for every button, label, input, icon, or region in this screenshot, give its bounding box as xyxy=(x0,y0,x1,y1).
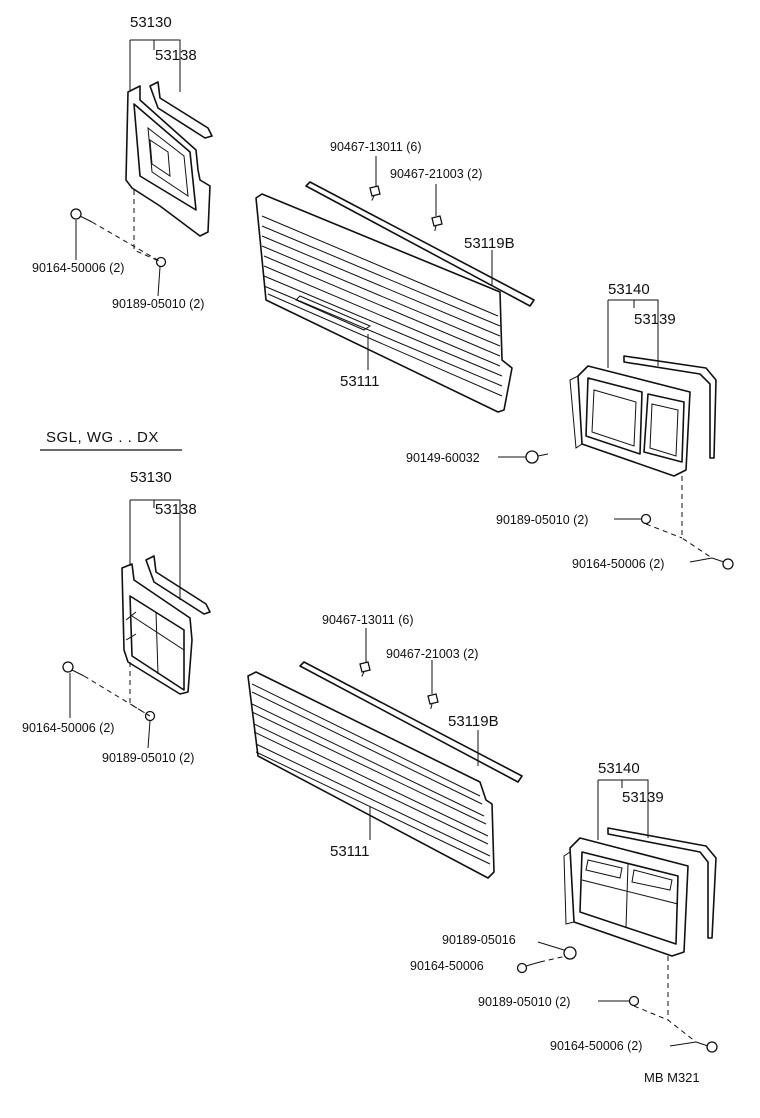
label-53139: 53139 xyxy=(622,789,664,806)
lower-extra-bolt xyxy=(516,961,541,974)
lower-right-nut xyxy=(628,995,640,1007)
upper-left-bolt xyxy=(70,208,93,223)
lower-extra-nut xyxy=(563,946,577,960)
upper-clip-b xyxy=(431,215,443,227)
label-53130: 53130 xyxy=(130,14,172,31)
label-bolt-left: 90164-50006 (2) xyxy=(22,721,114,735)
label-bolt-left: 90164-50006 (2) xyxy=(32,261,124,275)
lower-assembly: 53130 53138 90164-50006 (2) 90189-05010 … xyxy=(22,469,718,1053)
lower-molding xyxy=(299,661,523,783)
label-grille: 53111 xyxy=(330,843,370,860)
upper-right-bolt xyxy=(711,557,734,570)
upper-clip-a xyxy=(369,185,381,197)
label-clip-a: 90467-13011 (6) xyxy=(322,613,414,627)
label-53138: 53138 xyxy=(155,47,197,64)
diagram-code: MB M321 xyxy=(644,1070,700,1085)
label-grille: 53111 xyxy=(340,373,380,390)
upper-right-headlamp-door xyxy=(569,355,717,477)
upper-right-screw xyxy=(525,450,549,464)
lower-grille xyxy=(247,671,495,879)
upper-right-nut xyxy=(640,513,652,525)
lower-left-headlamp-door xyxy=(121,555,211,695)
label-53138: 53138 xyxy=(155,501,197,518)
upper-left-headlamp-door xyxy=(125,81,213,237)
label-nut-left: 90189-05010 (2) xyxy=(102,751,194,765)
section-heading: SGL, WG . . DX xyxy=(46,429,159,446)
lower-right-headlamp-door xyxy=(563,827,717,957)
upper-assembly: 53130 53138 90164-50006 (2) 90189-05010 … xyxy=(32,14,734,571)
label-53130: 53130 xyxy=(130,469,172,486)
lower-left-bolt xyxy=(62,661,85,677)
label-nut-right: 90189-05010 (2) xyxy=(478,995,570,1009)
label-molding: 53119B xyxy=(464,235,515,252)
label-nut-extra: 90189-05016 xyxy=(442,933,516,947)
upper-molding xyxy=(305,181,535,307)
label-bolt-right: 90164-50006 (2) xyxy=(572,557,664,571)
label-bolt-right: 90164-50006 (2) xyxy=(550,1039,642,1053)
label-clip-b: 90467-21003 (2) xyxy=(386,647,478,661)
upper-left-nut xyxy=(155,256,167,268)
label-clip-b: 90467-21003 (2) xyxy=(390,167,482,181)
label-molding: 53119B xyxy=(448,713,499,730)
lower-right-bolt xyxy=(695,1041,718,1053)
lower-clip-a xyxy=(359,661,371,673)
label-53140: 53140 xyxy=(608,281,650,298)
label-nut-left: 90189-05010 (2) xyxy=(112,297,204,311)
label-screw-right: 90149-60032 xyxy=(406,451,480,465)
label-clip-a: 90467-13011 (6) xyxy=(330,140,422,154)
label-nut-right: 90189-05010 (2) xyxy=(496,513,588,527)
label-bolt-extra: 90164-50006 xyxy=(410,959,484,973)
label-53140: 53140 xyxy=(598,760,640,777)
upper-grille xyxy=(255,193,513,413)
lower-clip-b xyxy=(427,693,439,705)
label-53139: 53139 xyxy=(634,311,676,328)
